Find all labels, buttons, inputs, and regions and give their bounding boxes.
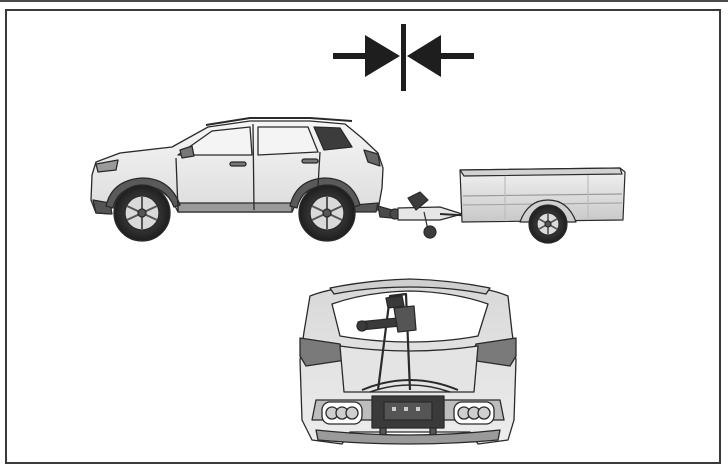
suv-rear-view-with-bike-carrier (300, 279, 516, 444)
towed-trailer (378, 168, 625, 243)
suv-side-view (91, 118, 383, 241)
compress-arrows-icon (333, 24, 474, 91)
